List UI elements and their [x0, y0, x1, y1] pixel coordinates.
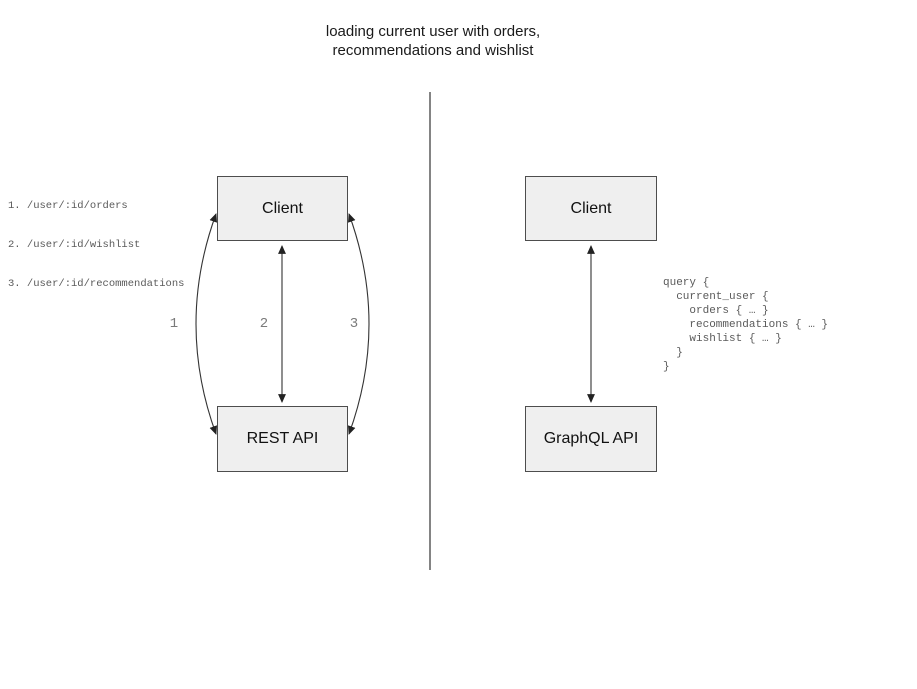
graphql-api-box: GraphQL API	[525, 406, 657, 472]
rest-api-label: REST API	[246, 430, 319, 447]
arrow-label-1: 1	[169, 316, 179, 332]
graphql-api-label: GraphQL API	[543, 430, 639, 447]
graphql-query-code: query { current_user { orders { … } reco…	[663, 277, 829, 373]
client-box-right: Client	[525, 176, 657, 241]
title-line-1: loading current user with orders,	[325, 23, 541, 40]
rest-endpoint-list: 1. /user/:id/orders 2. /user/:id/wishlis…	[8, 174, 184, 317]
client-left-label: Client	[262, 199, 303, 217]
title-line-2: recommendations and wishlist	[332, 42, 534, 59]
arrow-label-2: 2	[259, 316, 269, 332]
arrow-label-3: 3	[349, 316, 359, 332]
endpoint-recommendations: 3. /user/:id/recommendations	[8, 278, 185, 290]
rest-api-box: REST API	[217, 406, 348, 472]
client-box-left: Client	[217, 176, 348, 241]
client-right-label: Client	[570, 199, 612, 217]
diagram-title: loading current user with orders, recomm…	[233, 22, 633, 60]
endpoint-wishlist: 2. /user/:id/wishlist	[8, 239, 141, 251]
arrow-1-arc	[195, 213, 218, 435]
endpoint-orders: 1. /user/:id/orders	[8, 200, 128, 212]
